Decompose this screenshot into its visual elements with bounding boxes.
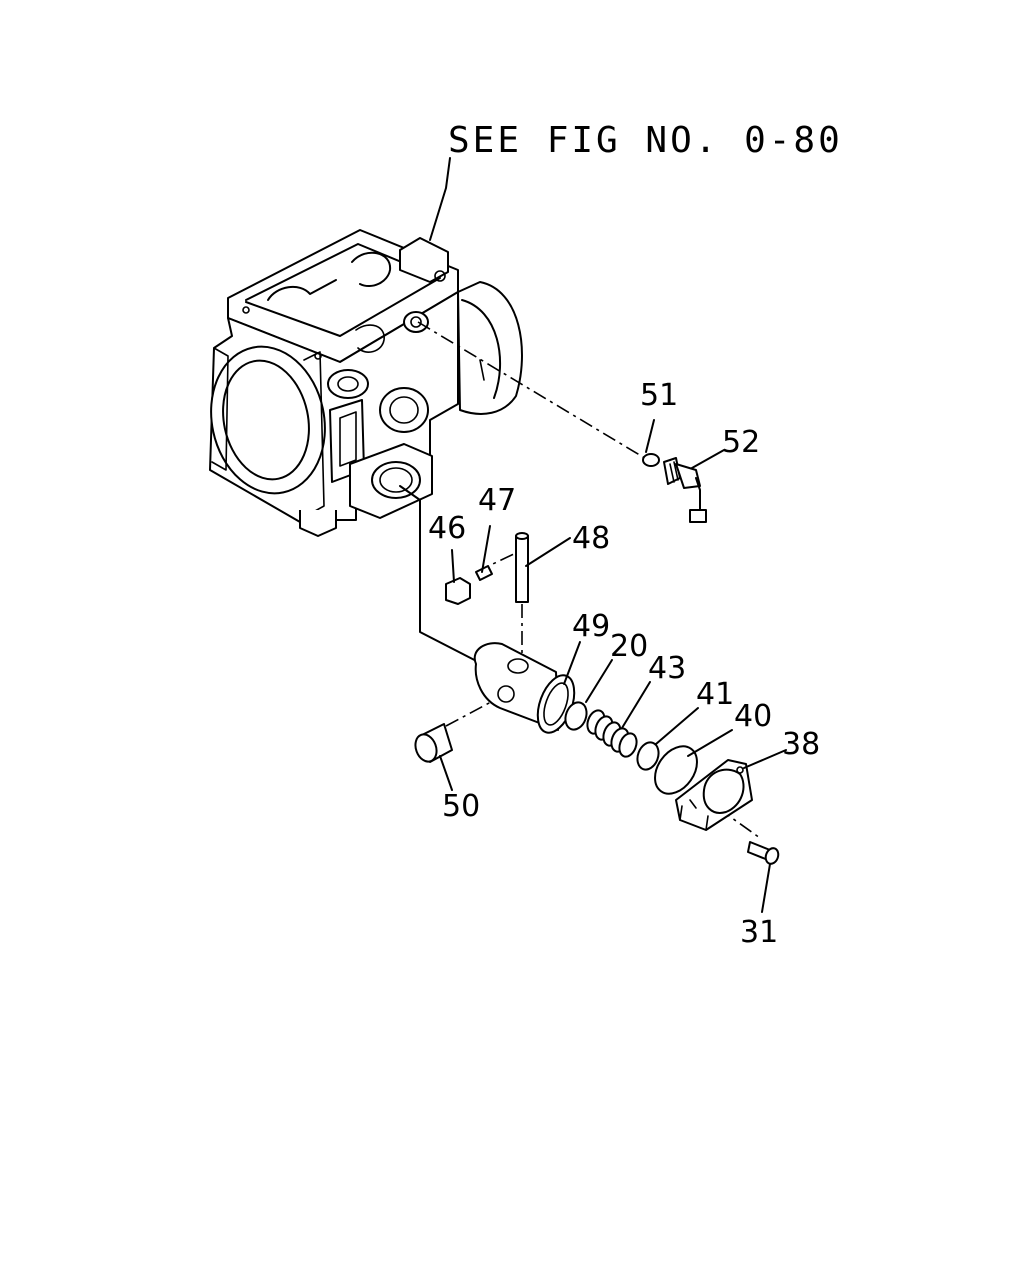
leader-47	[481, 525, 491, 573]
callout-43: 43	[648, 651, 686, 686]
callout-41: 41	[696, 677, 734, 712]
reference-note: SEE FIG NO. 0-80	[448, 120, 843, 161]
o-ring-part-51	[642, 453, 660, 467]
o-ring-part-40	[654, 745, 698, 795]
leader-46	[451, 549, 455, 583]
screw-part-47	[475, 565, 493, 581]
callout-48: 48	[572, 521, 610, 556]
callout-46: 46	[428, 511, 466, 546]
switch-part-52	[663, 457, 707, 523]
washer-part-41	[636, 741, 660, 771]
leader-40	[687, 729, 733, 757]
callout-52: 52	[722, 425, 760, 460]
callout-47: 47	[478, 483, 516, 518]
leader-38	[743, 749, 787, 769]
callout-38: 38	[782, 727, 820, 762]
leader-52	[691, 449, 725, 469]
leader-43	[621, 681, 651, 729]
spring-part-43	[586, 709, 638, 758]
leader-41	[655, 707, 699, 745]
callout-20: 20	[610, 629, 648, 664]
callout-31: 31	[740, 915, 778, 950]
reference-leader-line	[429, 157, 451, 241]
leader-50	[439, 755, 453, 791]
leader-51	[645, 419, 655, 453]
leader-31	[761, 863, 771, 913]
callout-40: 40	[734, 699, 772, 734]
plug-part-50	[414, 723, 453, 763]
callout-49: 49	[572, 609, 610, 644]
assembly-line-sleeve	[399, 485, 491, 669]
leader-48	[525, 537, 571, 567]
leader-20	[585, 659, 613, 703]
bolt-part-31	[747, 841, 780, 865]
cover-part-38	[675, 759, 753, 831]
pin-part-48	[515, 532, 529, 603]
callout-51: 51	[640, 378, 678, 413]
axis-line-sensor	[417, 321, 649, 461]
callout-50: 50	[442, 789, 480, 824]
main-housing	[209, 229, 523, 537]
clip-part-46	[445, 577, 471, 605]
leader-49	[563, 641, 581, 685]
washer-part-20	[564, 701, 588, 731]
